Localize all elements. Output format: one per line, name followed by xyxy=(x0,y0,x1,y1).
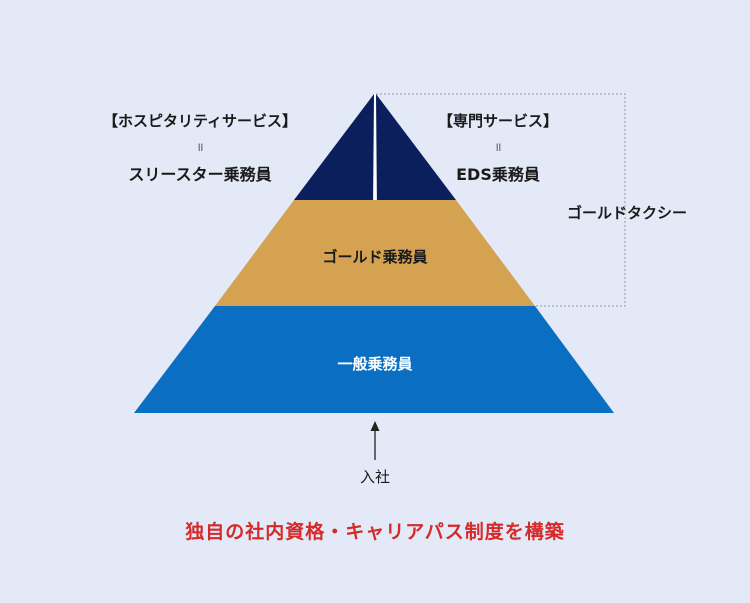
hospitality-service-title: 【ホスピタリティサービス】 xyxy=(102,112,298,130)
tier-label-gold: ゴールド乗務員 xyxy=(322,248,427,266)
eds-driver-label: EDS乗務員 xyxy=(456,165,540,184)
gold-taxi-label: ゴールドタクシー xyxy=(567,204,688,222)
pyramid-middle-tier xyxy=(215,200,535,306)
three-star-driver-label: スリースター乗務員 xyxy=(128,165,272,184)
pyramid-top-right xyxy=(376,94,456,200)
hospitality-equals-mark: ॥ xyxy=(196,140,204,154)
entry-arrow-icon xyxy=(370,421,380,431)
entry-label: 入社 xyxy=(360,468,390,486)
specialist-service-title: 【専門サービス】 xyxy=(437,112,558,130)
tier-label-general: 一般乗務員 xyxy=(337,355,412,373)
gold-taxi-bracket xyxy=(376,93,626,307)
caption: 独自の社内資格・キャリアパス制度を構築 xyxy=(185,521,565,543)
specialist-equals-mark: ॥ xyxy=(494,140,502,154)
pyramid-top-left xyxy=(294,94,374,200)
pyramid-bottom-tier xyxy=(134,306,614,413)
